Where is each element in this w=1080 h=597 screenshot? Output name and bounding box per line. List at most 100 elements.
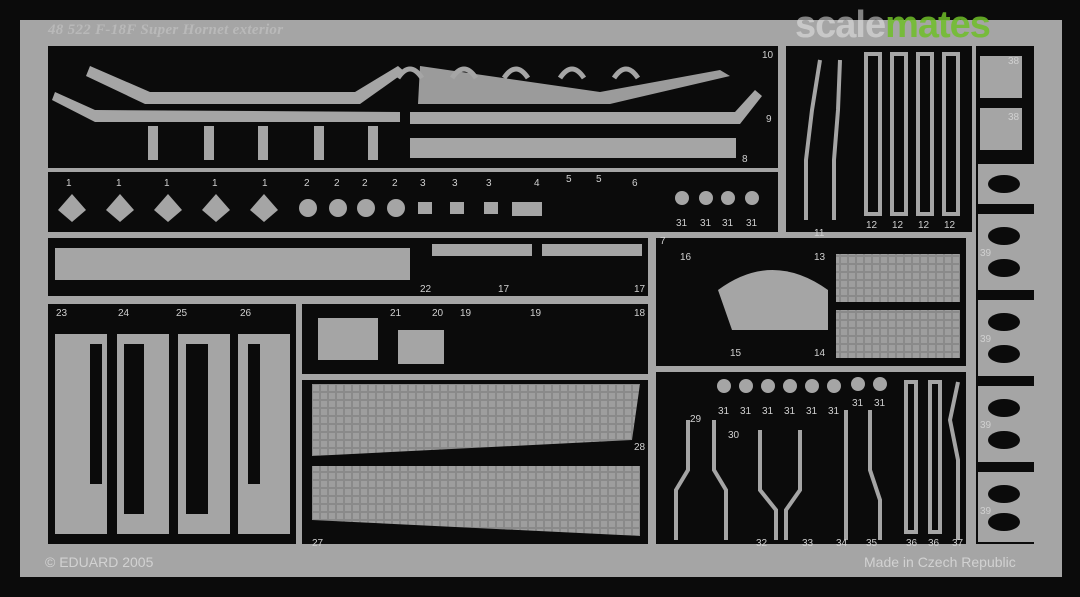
svg-text:39: 39 [980, 248, 992, 259]
svg-text:29: 29 [690, 414, 702, 425]
grid-panel [836, 310, 960, 358]
svg-text:27: 27 [312, 538, 324, 549]
lex-part [52, 92, 400, 122]
svg-text:3: 3 [452, 178, 458, 189]
strip-tab [258, 126, 268, 160]
svg-text:3: 3 [420, 178, 426, 189]
diamond-parts [58, 194, 278, 222]
svg-text:20: 20 [432, 308, 444, 319]
svg-text:6: 6 [632, 178, 638, 189]
hinge-strip [542, 244, 642, 256]
svg-text:16: 16 [680, 252, 692, 263]
svg-text:31: 31 [762, 406, 774, 417]
svg-text:17: 17 [634, 284, 646, 295]
box-part [318, 318, 378, 360]
svg-text:2: 2 [304, 178, 310, 189]
svg-text:19: 19 [460, 308, 472, 319]
svg-text:2: 2 [392, 178, 398, 189]
hinge-strip [432, 244, 532, 256]
svg-text:31: 31 [676, 218, 688, 229]
svg-text:5: 5 [566, 174, 572, 185]
svg-text:4: 4 [534, 178, 540, 189]
svg-text:23: 23 [56, 308, 68, 319]
svg-text:11: 11 [814, 228, 825, 239]
side-column-holes [988, 175, 1020, 531]
scalemates-watermark: scalemates [795, 4, 991, 47]
svg-text:31: 31 [806, 406, 818, 417]
svg-text:15: 15 [730, 348, 742, 359]
svg-text:26: 26 [240, 308, 252, 319]
svg-text:25: 25 [176, 308, 188, 319]
svg-text:31: 31 [700, 218, 712, 229]
tall-panel-holes [90, 344, 260, 514]
panel-strip [410, 138, 736, 158]
svg-text:18: 18 [634, 308, 646, 319]
side-column-parts [978, 56, 1034, 542]
svg-text:30: 30 [728, 430, 740, 441]
svg-text:21: 21 [390, 308, 402, 319]
svg-text:3: 3 [486, 178, 492, 189]
svg-text:34: 34 [836, 538, 848, 549]
box-part [398, 330, 444, 364]
svg-text:31: 31 [784, 406, 796, 417]
svg-text:31: 31 [852, 398, 864, 409]
strip-tab [204, 126, 214, 160]
svg-text:31: 31 [718, 406, 730, 417]
long-panel [55, 248, 410, 280]
svg-text:24: 24 [118, 308, 130, 319]
svg-text:12: 12 [918, 220, 930, 231]
svg-text:5: 5 [596, 174, 602, 185]
vertical-strips [864, 52, 960, 534]
svg-text:8: 8 [742, 154, 748, 165]
lex-part [418, 66, 730, 104]
svg-text:31: 31 [874, 398, 886, 409]
origin-text: Made in Czech Republic [864, 554, 1016, 570]
svg-text:33: 33 [802, 538, 814, 549]
svg-text:14: 14 [814, 348, 826, 359]
svg-text:39: 39 [980, 420, 992, 431]
canopy-frame [718, 270, 828, 330]
svg-text:13: 13 [814, 252, 826, 263]
strip-tab [148, 126, 158, 160]
svg-text:2: 2 [334, 178, 340, 189]
svg-text:19: 19 [530, 308, 542, 319]
svg-text:35: 35 [866, 538, 878, 549]
svg-text:12: 12 [944, 220, 956, 231]
svg-text:12: 12 [892, 220, 904, 231]
svg-text:38: 38 [1008, 112, 1020, 123]
svg-text:31: 31 [746, 218, 758, 229]
svg-text:28: 28 [634, 442, 646, 453]
svg-text:31: 31 [828, 406, 840, 417]
svg-text:31: 31 [722, 218, 734, 229]
grid-panel-lower [312, 466, 640, 536]
svg-text:39: 39 [980, 334, 992, 345]
svg-text:7: 7 [660, 236, 666, 247]
svg-text:36: 36 [906, 538, 918, 549]
svg-text:31: 31 [740, 406, 752, 417]
svg-text:36: 36 [928, 538, 940, 549]
strip-tab [314, 126, 324, 160]
svg-text:2: 2 [362, 178, 368, 189]
fret-inner-void [656, 372, 966, 544]
lex-part [410, 90, 762, 124]
grid-panel [836, 254, 960, 302]
strip-tab [368, 126, 378, 160]
svg-text:38: 38 [1008, 56, 1020, 67]
svg-text:9: 9 [766, 114, 772, 125]
round-parts [299, 199, 542, 217]
svg-text:37: 37 [952, 538, 964, 549]
svg-text:39: 39 [980, 506, 992, 517]
svg-text:1: 1 [116, 178, 122, 189]
svg-text:32: 32 [756, 538, 768, 549]
round-parts-31 [675, 191, 887, 393]
fret-inner-void [48, 172, 778, 232]
svg-text:10: 10 [762, 50, 774, 61]
svg-text:1: 1 [164, 178, 170, 189]
svg-text:1: 1 [212, 178, 218, 189]
svg-text:1: 1 [66, 178, 72, 189]
copyright-text: © EDUARD 2005 [45, 554, 154, 570]
watermark-part-1: scale [795, 4, 886, 46]
